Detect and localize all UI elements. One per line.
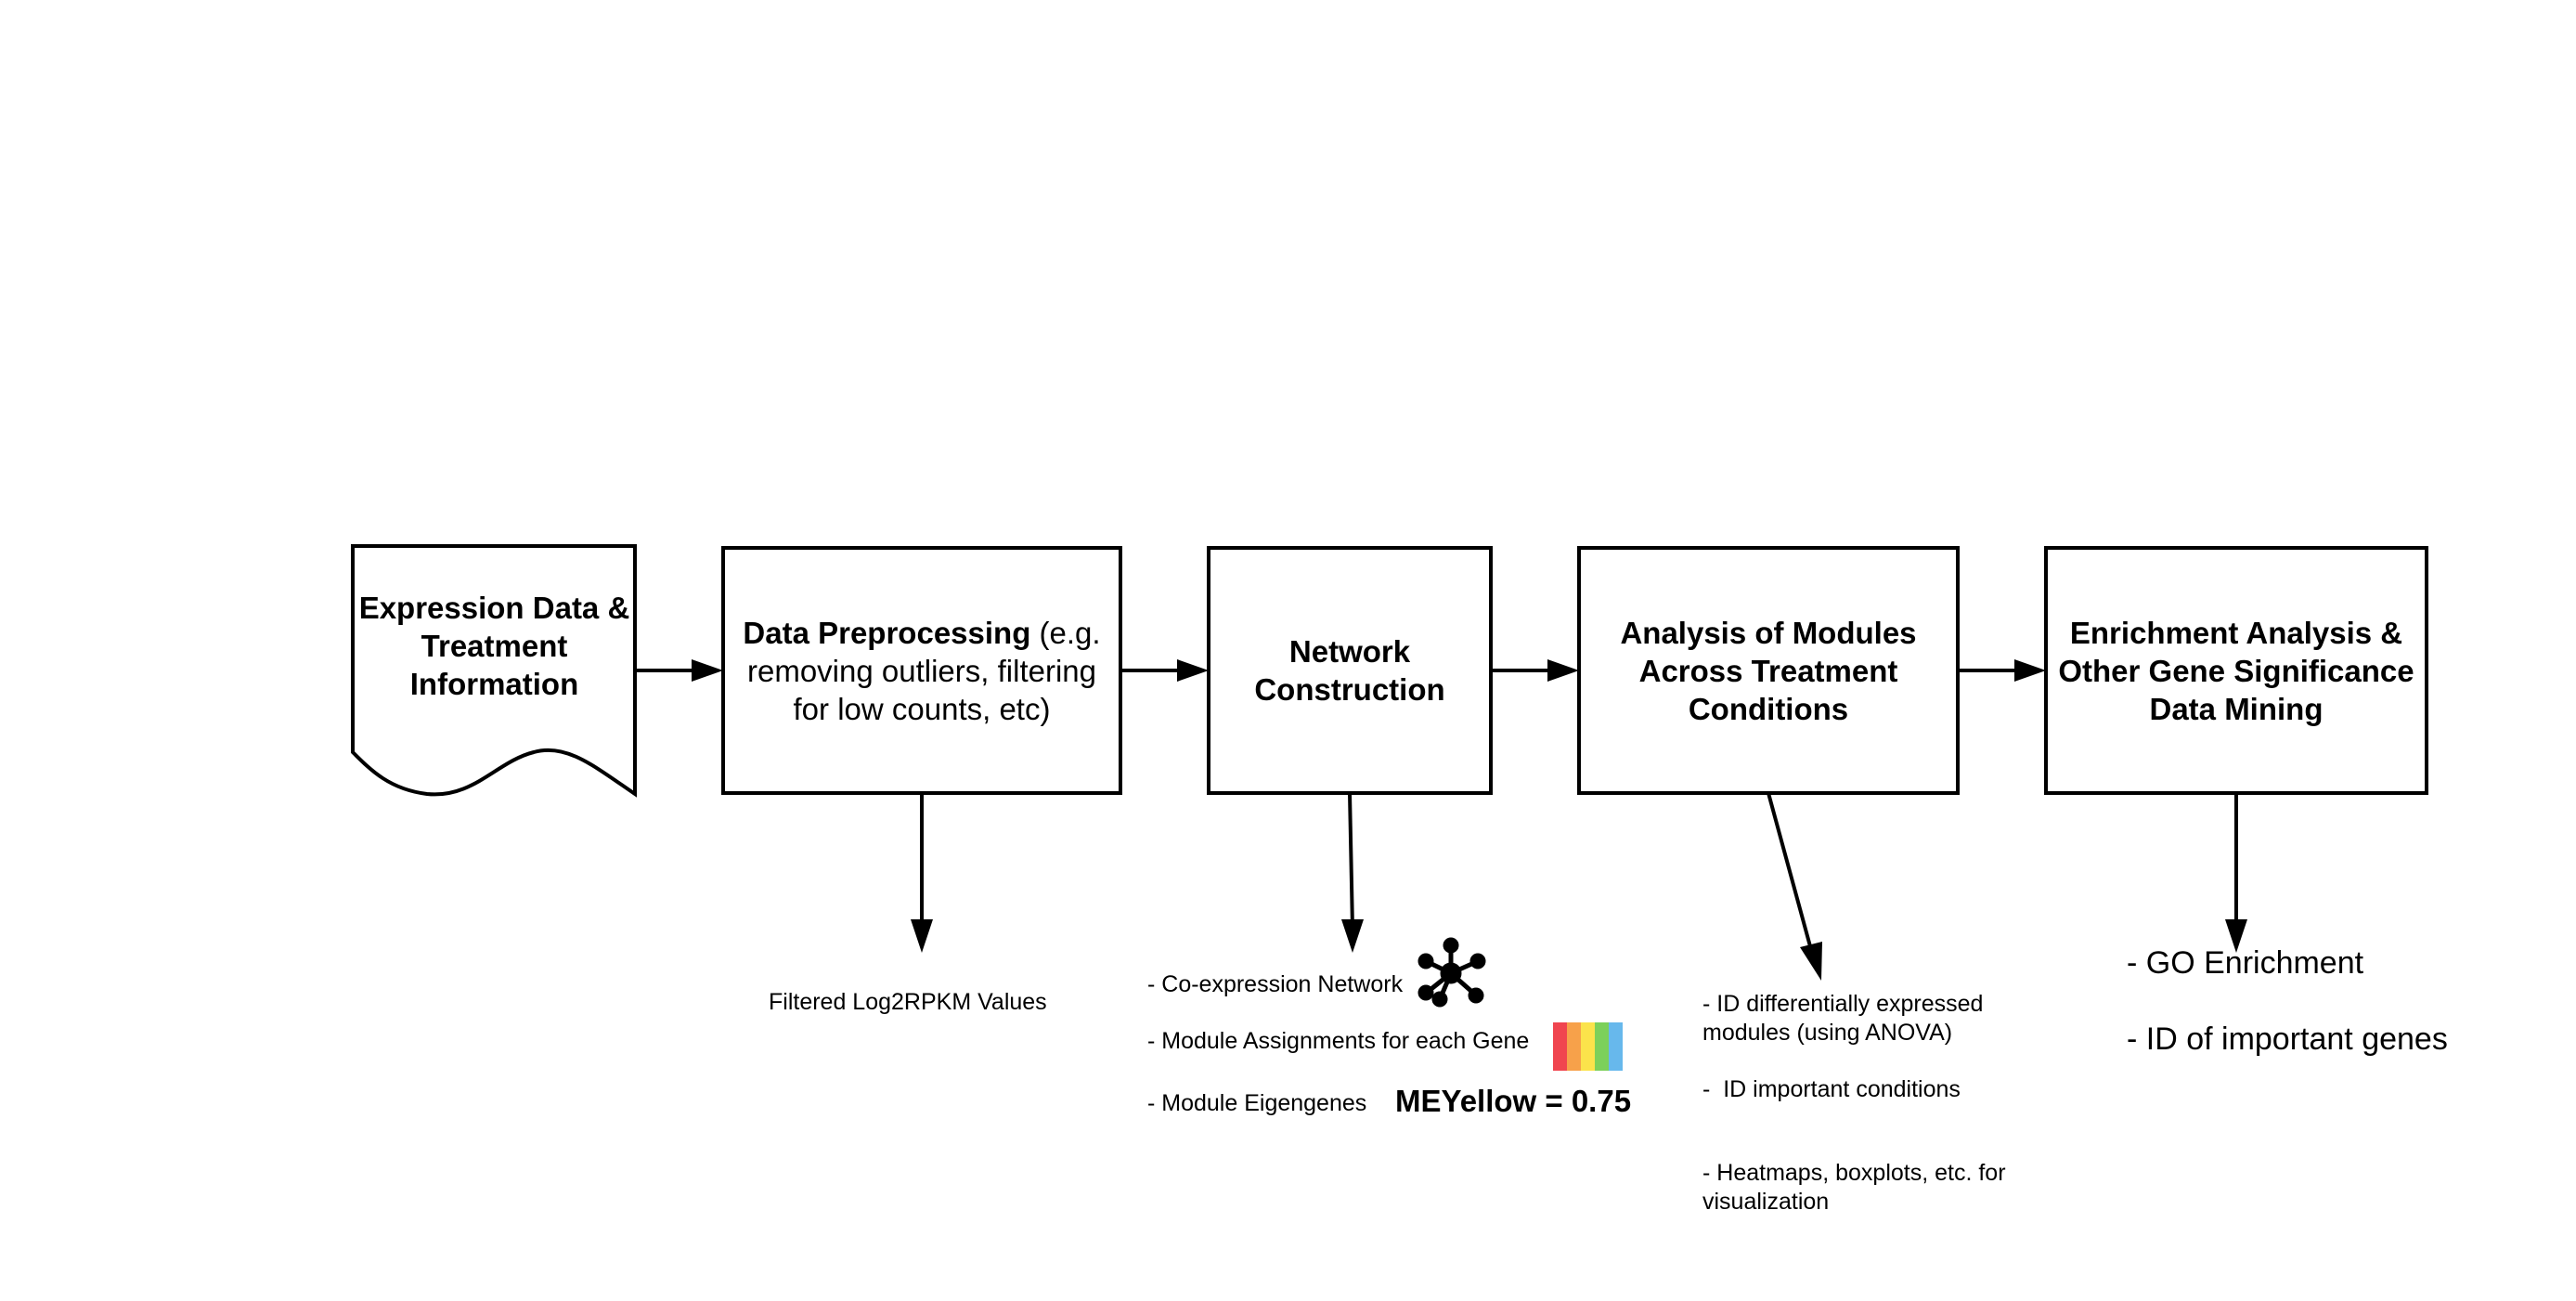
step-preprocessing-title: Data Preprocessing	[743, 615, 1031, 650]
expression-data-document-shape	[351, 544, 637, 798]
step-expression-title: Expression Data & Treatment Information	[358, 590, 630, 701]
arrowhead-preprocessing-down	[911, 919, 933, 953]
arrowhead-enrichment-down	[2225, 919, 2247, 953]
step-enrichment-label: Enrichment Analysis & Other Gene Signifi…	[2055, 555, 2417, 786]
step-analysis-title: Analysis of Modules Across Treatment Con…	[1620, 615, 1917, 726]
arrow-analysis-down	[1767, 792, 1815, 957]
module-eigengene-example-value: MEYellow = 0.75	[1395, 1084, 1632, 1118]
step-network-title: Network Construction	[1254, 634, 1445, 707]
arrowhead-network-down	[1341, 919, 1364, 953]
module-color-stripe	[1595, 1022, 1609, 1071]
module-color-stripe	[1567, 1022, 1581, 1071]
arrowhead-expression-to-preprocessing	[692, 659, 723, 682]
step-preprocessing-detail: (e.g. removing outliers, filtering for l…	[747, 615, 1101, 726]
arrowhead-analysis-to-enrichment	[2014, 659, 2046, 682]
analysis-output-item: - ID important conditions	[1702, 1076, 1961, 1102]
color-module-swatch-icon	[1553, 1022, 1623, 1071]
network-graph-icon	[1417, 937, 1486, 1008]
network-output-item: - Module Assignments for each Gene	[1147, 1028, 1530, 1054]
preprocessing-box-shape	[721, 546, 1122, 795]
preprocessing-output-item: Filtered Log2RPKM Values	[769, 989, 1047, 1015]
step-enrichment-title: Enrichment Analysis & Other Gene Signifi…	[2058, 615, 2414, 726]
network-output-item: - Co-expression Network	[1147, 971, 1404, 997]
analysis-output-item: - ID differentially expressed modules (u…	[1702, 991, 1984, 1046]
module-color-stripe	[1609, 1022, 1623, 1071]
analysis-output-item: - Heatmaps, boxplots, etc. for visualiza…	[1702, 1160, 2006, 1215]
network-output-item: - Module Eigengenes	[1147, 1090, 1367, 1116]
module-color-stripe	[1553, 1022, 1567, 1071]
enrichment-box-shape	[2044, 546, 2428, 795]
step-analysis-label: Analysis of Modules Across Treatment Con…	[1589, 555, 1948, 786]
enrichment-output-item: - GO Enrichment	[2127, 945, 2364, 981]
arrow-network-down	[1348, 792, 1354, 930]
arrowhead-preprocessing-to-network	[1177, 659, 1209, 682]
step-network-label: Network Construction	[1223, 555, 1476, 786]
analysis-box-shape	[1577, 546, 1960, 795]
enrichment-output-item: - ID of important genes	[2127, 1021, 2448, 1057]
module-color-stripe	[1581, 1022, 1595, 1071]
step-expression-label: Expression Data & Treatment Information	[357, 557, 631, 734]
step-preprocessing-label: Data Preprocessing (e.g. removing outlie…	[729, 555, 1115, 786]
arrowhead-network-to-analysis	[1547, 659, 1579, 682]
arrowhead-analysis-down	[1800, 942, 1822, 981]
